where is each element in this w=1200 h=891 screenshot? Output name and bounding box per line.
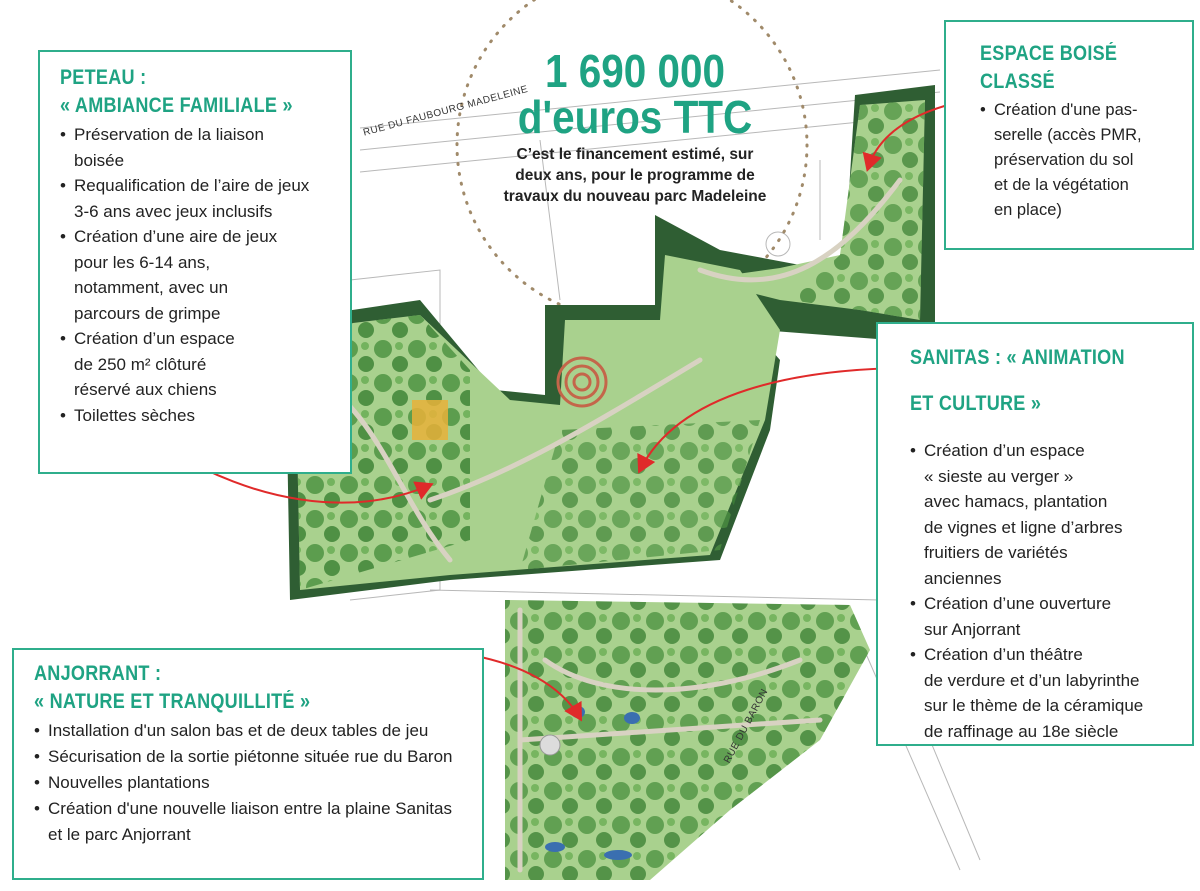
funding-circle bbox=[455, 0, 809, 322]
callout-list: Préservation de la liaison boisée Requal… bbox=[60, 122, 350, 428]
tree-cover-anjorrant bbox=[505, 600, 870, 880]
list-item: Création d'une pas- serelle (accès PMR, … bbox=[980, 98, 1192, 223]
callout-espace-boise: ESPACE BOISÉ CLASSÉ Création d'une pas- … bbox=[944, 20, 1194, 250]
callout-title-line1: ANJORRANT : bbox=[34, 662, 162, 685]
labyrinth bbox=[556, 356, 608, 408]
list-item: Nouvelles plantations bbox=[34, 770, 482, 796]
pond bbox=[624, 712, 640, 724]
list-item: Installation d'un salon bas et de deux t… bbox=[34, 718, 482, 744]
list-item: Création d’une aire de jeux pour les 6-1… bbox=[60, 224, 350, 326]
arrow-sanitas bbox=[637, 367, 901, 474]
funding-currency: d'euros TTC bbox=[517, 91, 753, 143]
list-item: Sécurisation de la sortie piétonne situé… bbox=[34, 744, 482, 770]
list-item: Création d’un théâtre de verdure et d’un… bbox=[910, 642, 1192, 744]
callout-list: Création d'une pas- serelle (accès PMR, … bbox=[980, 98, 1192, 223]
callout-title-line1: ESPACE BOISÉ bbox=[980, 42, 1118, 65]
callout-title-line1: SANITAS : « ANIMATION bbox=[910, 346, 1125, 369]
pond bbox=[545, 842, 565, 852]
callout-title-line2: « NATURE ET TRANQUILLITÉ » bbox=[34, 690, 311, 713]
list-item: Toilettes sèches bbox=[60, 403, 350, 429]
tree-cover-sanitas bbox=[520, 420, 760, 570]
callout-sanitas: SANITAS : « ANIMATION ET CULTURE » Créat… bbox=[876, 322, 1194, 746]
list-item: Requalification de l’aire de jeux 3-6 an… bbox=[60, 173, 350, 224]
list-item: Création d'une nouvelle liaison entre la… bbox=[34, 796, 482, 848]
funding-amount: 1 690 000 bbox=[544, 45, 726, 97]
callout-title-line2: « AMBIANCE FAMILIALE » bbox=[60, 94, 293, 117]
callout-peteau: PETEAU : « AMBIANCE FAMILIALE » Préserva… bbox=[38, 50, 352, 474]
callout-title-line2: ET CULTURE » bbox=[910, 392, 1042, 415]
funding-caption: C’est le financement estimé, sur deux an… bbox=[503, 146, 767, 205]
callout-list: Création d’un espace « sieste au verger … bbox=[910, 438, 1192, 744]
playground bbox=[412, 400, 448, 440]
funding-block: 1 690 000 d'euros TTC C’est le financeme… bbox=[470, 48, 800, 207]
callout-title-line2: CLASSÉ bbox=[980, 70, 1055, 93]
list-item: Création d’un espace « sieste au verger … bbox=[910, 438, 1192, 591]
park-paths bbox=[317, 177, 903, 873]
list-item: Préservation de la liaison boisée bbox=[60, 122, 350, 173]
callout-title-line1: PETEAU : bbox=[60, 66, 147, 89]
callout-anjorrant: ANJORRANT : « NATURE ET TRANQUILLITÉ » I… bbox=[12, 648, 484, 880]
building-circle bbox=[765, 231, 791, 257]
tree-cover-espace bbox=[790, 100, 925, 320]
pond bbox=[604, 850, 632, 860]
fountain bbox=[539, 734, 561, 756]
list-item: Création d’une ouverture sur Anjorrant bbox=[910, 591, 1192, 642]
callout-list: Installation d'un salon bas et de deux t… bbox=[34, 718, 482, 848]
list-item: Création d’un espace de 250 m² clôturé r… bbox=[60, 326, 350, 403]
